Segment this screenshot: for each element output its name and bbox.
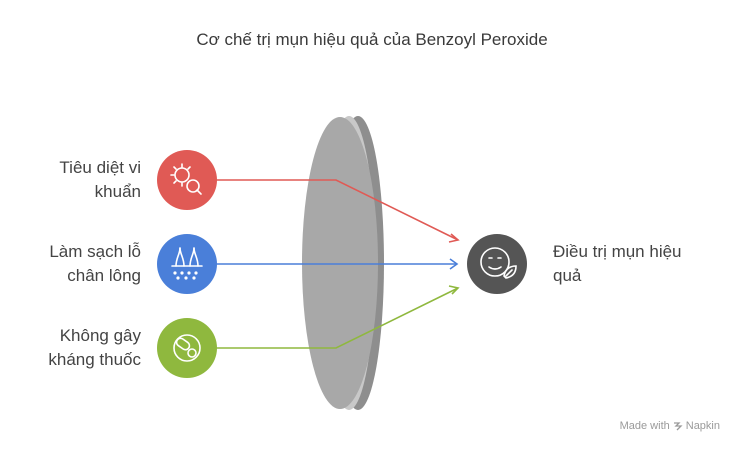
connector-green	[216, 285, 460, 349]
label-no-resistance-line1: Không gây	[59, 326, 141, 345]
label-effective-treatment-line2: quả	[553, 266, 582, 285]
connector-red	[216, 179, 460, 243]
lens	[302, 116, 384, 410]
node-effective-treatment	[467, 234, 527, 294]
watermark[interactable]: Made with Napkin	[620, 420, 720, 432]
label-no-resistance: Không gây kháng thuốc	[48, 324, 141, 372]
napkin-logo-icon	[673, 422, 683, 431]
label-effective-treatment: Điều trị mụn hiệu quả	[553, 240, 682, 288]
label-kill-bacteria-line2: khuẩn	[94, 182, 141, 201]
watermark-brand: Napkin	[685, 420, 720, 432]
label-clean-pores-line2: chân lông	[67, 266, 141, 285]
skin-pores-icon	[171, 247, 203, 280]
node-no-resistance	[157, 318, 217, 378]
label-clean-pores: Làm sạch lỗ chân lông	[49, 240, 141, 288]
label-clean-pores-line1: Làm sạch lỗ	[49, 242, 141, 261]
label-no-resistance-line2: kháng thuốc	[48, 350, 141, 369]
lens-face	[302, 117, 378, 409]
face-leaf-icon	[480, 247, 517, 279]
label-effective-treatment-line1: Điều trị mụn hiệu	[553, 242, 682, 261]
diagram-title: Cơ chế trị mụn hiệu quả của Benzoyl Pero…	[196, 30, 548, 49]
pill-icon	[173, 334, 201, 362]
connector-blue	[216, 258, 459, 270]
watermark-prefix: Made with	[619, 420, 670, 432]
label-kill-bacteria-line1: Tiêu diệt vi	[59, 158, 141, 177]
label-kill-bacteria: Tiêu diệt vi khuẩn	[59, 156, 141, 204]
node-kill-bacteria	[157, 150, 217, 210]
node-clean-pores	[157, 234, 217, 294]
bacteria-search-icon	[170, 163, 202, 195]
